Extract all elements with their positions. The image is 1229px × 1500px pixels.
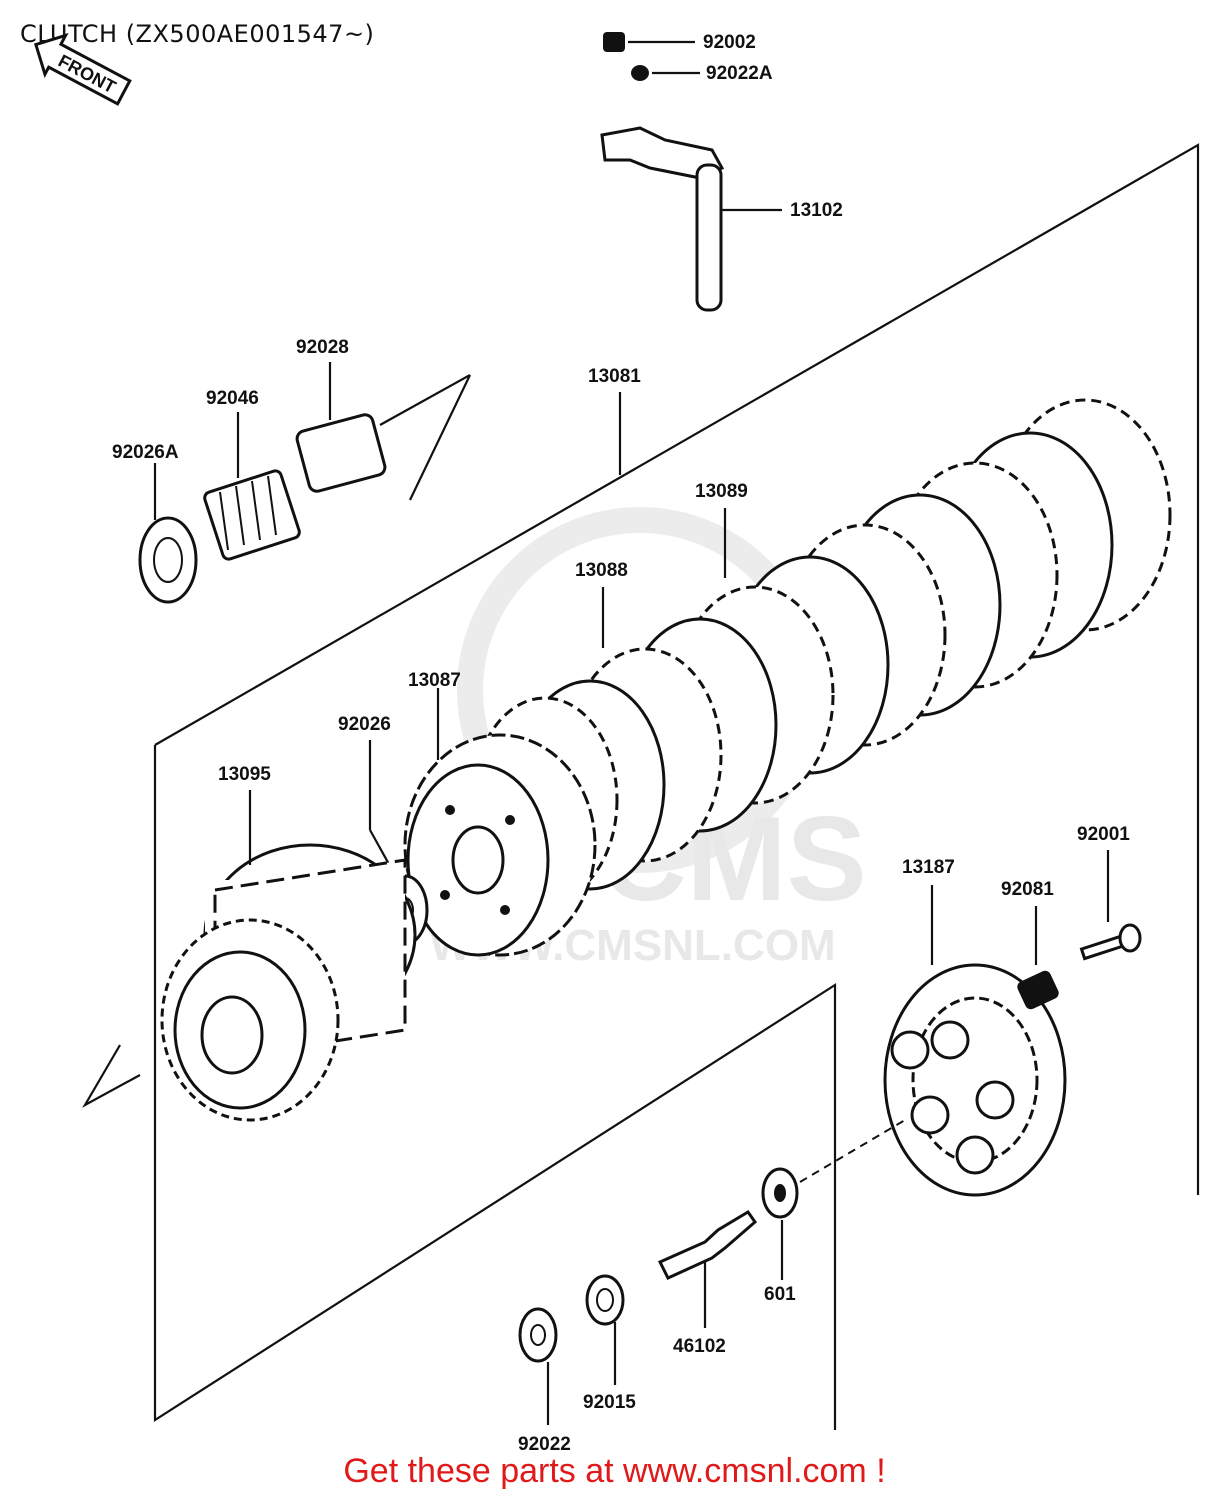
part-label-13187: 13187: [902, 857, 955, 878]
bearing-601: [761, 1167, 799, 1219]
assembly-guide-line: [799, 1119, 906, 1183]
part-label-46102: 46102: [673, 1336, 726, 1357]
part-label-13095: 13095: [218, 764, 271, 785]
diagram-title: CLUTCH (ZX500AE001547~): [20, 20, 375, 48]
bearing-guide-line: [379, 374, 471, 426]
clutch-hub-13087: [403, 733, 597, 957]
part-label-13087: 13087: [408, 670, 461, 691]
washer-92022: [518, 1307, 558, 1363]
nut-92015: [585, 1274, 625, 1326]
part-label-13102: 13102: [790, 200, 843, 221]
part-label-92046: 92046: [206, 388, 259, 409]
part-label-92022: 92022: [518, 1434, 571, 1450]
needle-bearing-92046: [203, 469, 301, 561]
part-label-92002: 92002: [703, 32, 756, 53]
part-label-92028: 92028: [296, 337, 349, 358]
bolt-92002: [603, 32, 625, 52]
clutch-housing-13095: [160, 843, 417, 1122]
part-label-92001: 92001: [1077, 824, 1130, 845]
footer-link-text[interactable]: Get these parts at www.cmsnl.com !: [343, 1452, 886, 1490]
clutch-plate-stack: [471, 398, 1172, 904]
front-arrow-icon: FRONT: [33, 32, 132, 106]
part-label-13081: 13081: [588, 366, 641, 387]
part-label-92015: 92015: [583, 1392, 636, 1413]
pressure-plate-13187: [883, 963, 1067, 1197]
part-label-92026A: 92026A: [112, 442, 179, 463]
part-label-92026: 92026: [338, 714, 391, 735]
release-shaft-13102: [600, 126, 725, 312]
push-rod-46102: [657, 1209, 758, 1280]
sleeve-92028: [295, 413, 387, 493]
boundary-break-upper: [409, 374, 471, 501]
part-label-13089: 13089: [695, 481, 748, 502]
boundary-break-left: [82, 1044, 141, 1108]
part-label-92081: 92081: [1001, 879, 1054, 900]
assembly-boundary-upper: [154, 143, 1200, 1195]
exploded-parts-diagram: CMS WWW.CMSNL.COM FRONT: [33, 32, 1200, 1450]
washer-92022A: [631, 65, 649, 81]
spring-92081: [1017, 970, 1059, 1010]
seal-92026A: [138, 516, 198, 604]
part-label-92022A: 92022A: [706, 63, 773, 84]
part-label-13088: 13088: [575, 560, 628, 581]
assembly-boundary-lower: [153, 745, 837, 1430]
part-label-601: 601: [764, 1284, 796, 1305]
bolt-92001: [1079, 923, 1142, 961]
